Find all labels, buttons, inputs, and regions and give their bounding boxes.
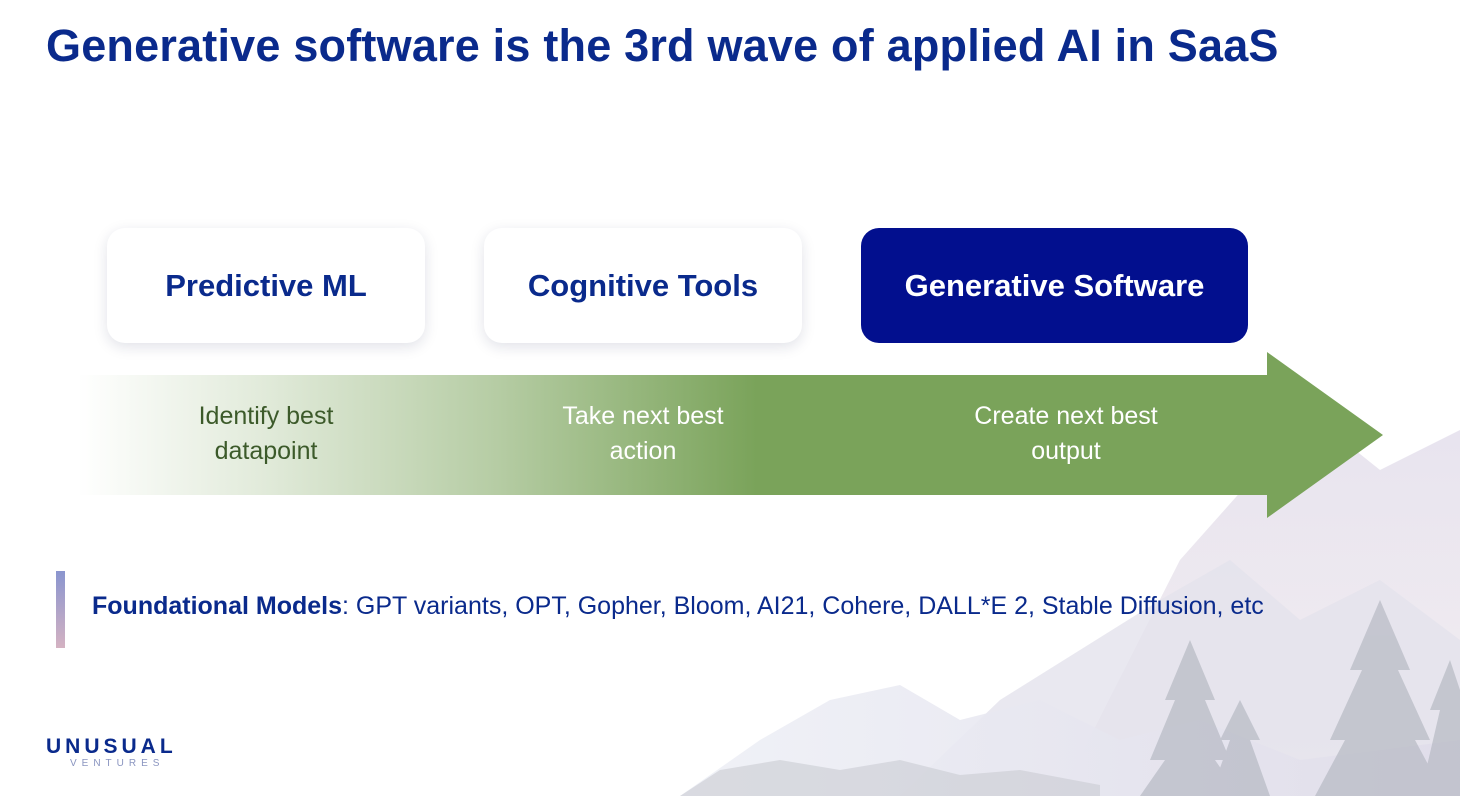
logo-subtitle: VENTURES <box>70 758 165 769</box>
stage-description-predictive-ml: Identify best datapoint <box>116 399 416 469</box>
stage-label: Cognitive Tools <box>527 267 759 303</box>
models-heading: Foundational Models <box>92 592 342 620</box>
logo-wordmark: UNUSUAL <box>46 735 177 758</box>
models-list: : GPT variants, OPT, Gopher, Bloom, AI21… <box>342 592 1264 620</box>
stage-description-line: Take next best <box>562 402 724 430</box>
stage-label: Generative Software <box>904 267 1205 303</box>
stage-label: Predictive ML <box>165 267 367 303</box>
stage-description-line: Identify best <box>198 402 334 430</box>
foundational-models-note: Foundational Models: GPT variants, OPT, … <box>92 592 1264 621</box>
stage-card-generative-software: Generative Software <box>861 228 1248 343</box>
stage-card-predictive-ml: Predictive ML <box>107 228 425 343</box>
stage-card-cognitive-tools: Cognitive Tools <box>484 228 802 343</box>
page-title: Generative software is the 3rd wave of a… <box>46 20 1279 71</box>
stage-description-cognitive-tools: Take next best action <box>493 399 793 469</box>
stage-description-line: action <box>609 437 677 465</box>
models-accent-bar <box>56 571 65 648</box>
stage-description-line: output <box>1031 437 1101 465</box>
stage-description-generative-software: Create next best output <box>916 399 1216 469</box>
stage-description-line: Create next best <box>974 402 1158 430</box>
company-logo: UNUSUAL VENTURES <box>46 736 177 770</box>
stage-description-line: datapoint <box>214 437 318 465</box>
